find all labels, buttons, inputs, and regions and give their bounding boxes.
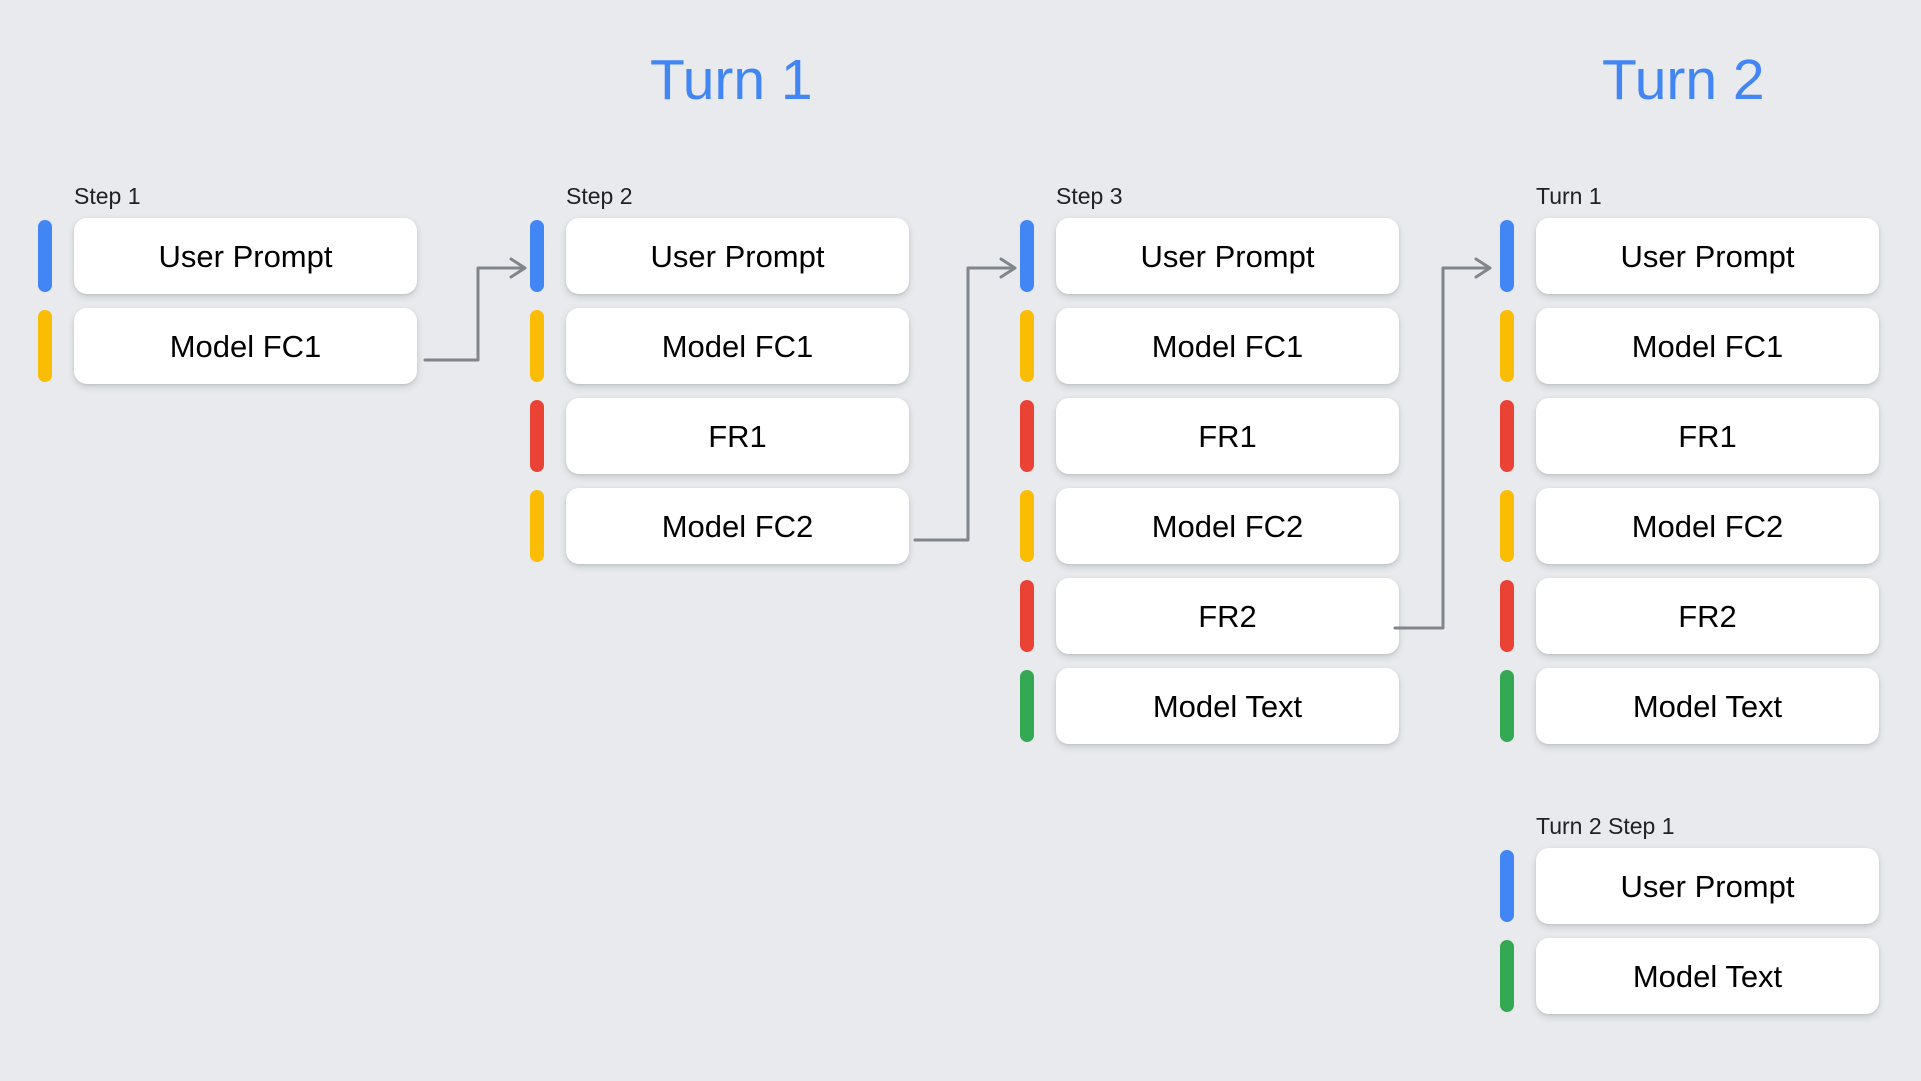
message-card-label: FR1 <box>708 418 767 454</box>
message-card-label: Model Text <box>1152 688 1303 724</box>
message-card[interactable]: Model FC2 <box>1056 488 1399 564</box>
message-card[interactable]: Model FC2 <box>566 488 909 564</box>
role-color-bar-red <box>1500 580 1514 652</box>
message-card-label: Model Text <box>1632 958 1783 994</box>
connector-step2-to-step3 <box>913 257 1017 542</box>
message-card-label: FR2 <box>1678 598 1737 634</box>
message-card[interactable]: FR1 <box>566 398 909 474</box>
message-card[interactable]: FR2 <box>1056 578 1399 654</box>
connector-step3-to-turn2 <box>1393 257 1492 630</box>
role-color-bar-yellow <box>530 310 544 382</box>
role-color-bar-blue <box>1500 220 1514 292</box>
list-item[interactable]: User Prompt <box>530 218 909 294</box>
column-label-turn-1: Turn 1 <box>1536 183 1602 209</box>
list-item[interactable]: Model Text <box>1500 938 1879 1014</box>
message-card[interactable]: Model FC1 <box>1056 308 1399 384</box>
column-label-step-3: Step 3 <box>1056 183 1123 209</box>
role-color-bar-yellow <box>1020 490 1034 562</box>
list-item[interactable]: Model FC2 <box>1500 488 1879 564</box>
message-card-label: Model FC1 <box>169 328 322 364</box>
message-card[interactable]: User Prompt <box>1536 218 1879 294</box>
column-label-turn-2-step-1: Turn 2 Step 1 <box>1536 813 1675 839</box>
list-item[interactable]: User Prompt <box>1020 218 1399 294</box>
message-card-label: Model FC1 <box>661 328 814 364</box>
list-item[interactable]: Model FC2 <box>1020 488 1399 564</box>
list-item[interactable]: Model Text <box>1020 668 1399 744</box>
role-color-bar-red <box>530 400 544 472</box>
message-card-label: FR1 <box>1198 418 1257 454</box>
list-item[interactable]: FR2 <box>1020 578 1399 654</box>
list-item[interactable]: Model Text <box>1500 668 1879 744</box>
message-card-label: Model FC2 <box>1151 508 1304 544</box>
message-card-label: User Prompt <box>650 238 825 274</box>
list-item[interactable]: FR1 <box>530 398 909 474</box>
list-item[interactable]: Model FC1 <box>38 308 417 384</box>
role-color-bar-green <box>1500 670 1514 742</box>
role-color-bar-green <box>1020 670 1034 742</box>
row-list-step-3: User Prompt Model FC1 FR1 Model FC2 <box>1020 218 1399 758</box>
role-color-bar-yellow <box>530 490 544 562</box>
message-card[interactable]: Model Text <box>1536 938 1879 1014</box>
message-card-label: Model Text <box>1632 688 1783 724</box>
column-label-step-1: Step 1 <box>74 183 141 209</box>
list-item[interactable]: Model FC1 <box>1020 308 1399 384</box>
message-card[interactable]: User Prompt <box>1536 848 1879 924</box>
message-card[interactable]: Model FC2 <box>1536 488 1879 564</box>
list-item[interactable]: User Prompt <box>1500 848 1879 924</box>
role-color-bar-blue <box>1020 220 1034 292</box>
list-item[interactable]: User Prompt <box>38 218 417 294</box>
message-card-label: User Prompt <box>1620 868 1795 904</box>
role-color-bar-yellow <box>1500 490 1514 562</box>
role-color-bar-red <box>1500 400 1514 472</box>
role-color-bar-blue <box>530 220 544 292</box>
role-color-bar-yellow <box>1500 310 1514 382</box>
turn-2-title: Turn 2 <box>1602 48 1765 112</box>
message-card-label: FR1 <box>1678 418 1737 454</box>
message-card-label: Model FC2 <box>1631 508 1784 544</box>
list-item[interactable]: FR1 <box>1020 398 1399 474</box>
turn-1-title: Turn 1 <box>650 48 813 112</box>
message-card[interactable]: Model FC1 <box>1536 308 1879 384</box>
role-color-bar-red <box>1020 580 1034 652</box>
message-card-label: Model FC1 <box>1631 328 1784 364</box>
role-color-bar-green <box>1500 940 1514 1012</box>
message-card[interactable]: Model Text <box>1056 668 1399 744</box>
connector-step1-to-step2 <box>423 257 527 362</box>
message-card[interactable]: Model Text <box>1536 668 1879 744</box>
message-card-label: User Prompt <box>158 238 333 274</box>
message-card[interactable]: FR2 <box>1536 578 1879 654</box>
message-card[interactable]: FR1 <box>1536 398 1879 474</box>
list-item[interactable]: FR2 <box>1500 578 1879 654</box>
list-item[interactable]: FR1 <box>1500 398 1879 474</box>
list-item[interactable]: Model FC2 <box>530 488 909 564</box>
column-label-step-2: Step 2 <box>566 183 633 209</box>
row-list-step-1: User Prompt Model FC1 <box>38 218 417 398</box>
message-card[interactable]: User Prompt <box>566 218 909 294</box>
role-color-bar-red <box>1020 400 1034 472</box>
row-list-turn-1: User Prompt Model FC1 FR1 Model FC2 <box>1500 218 1879 758</box>
message-card[interactable]: FR1 <box>1056 398 1399 474</box>
list-item[interactable]: Model FC1 <box>1500 308 1879 384</box>
list-item[interactable]: Model FC1 <box>530 308 909 384</box>
role-color-bar-yellow <box>1020 310 1034 382</box>
row-list-step-2: User Prompt Model FC1 FR1 Model FC2 <box>530 218 909 578</box>
role-color-bar-blue <box>38 220 52 292</box>
role-color-bar-yellow <box>38 310 52 382</box>
message-card-label: User Prompt <box>1620 238 1795 274</box>
message-card-label: Model FC2 <box>661 508 814 544</box>
message-card-label: User Prompt <box>1140 238 1315 274</box>
message-card-label: Model FC1 <box>1151 328 1304 364</box>
row-list-turn-2-step-1: User Prompt Model Text <box>1500 848 1879 1028</box>
role-color-bar-blue <box>1500 850 1514 922</box>
message-card[interactable]: User Prompt <box>74 218 417 294</box>
message-card[interactable]: User Prompt <box>1056 218 1399 294</box>
list-item[interactable]: User Prompt <box>1500 218 1879 294</box>
message-card[interactable]: Model FC1 <box>566 308 909 384</box>
message-card-label: FR2 <box>1198 598 1257 634</box>
message-card[interactable]: Model FC1 <box>74 308 417 384</box>
